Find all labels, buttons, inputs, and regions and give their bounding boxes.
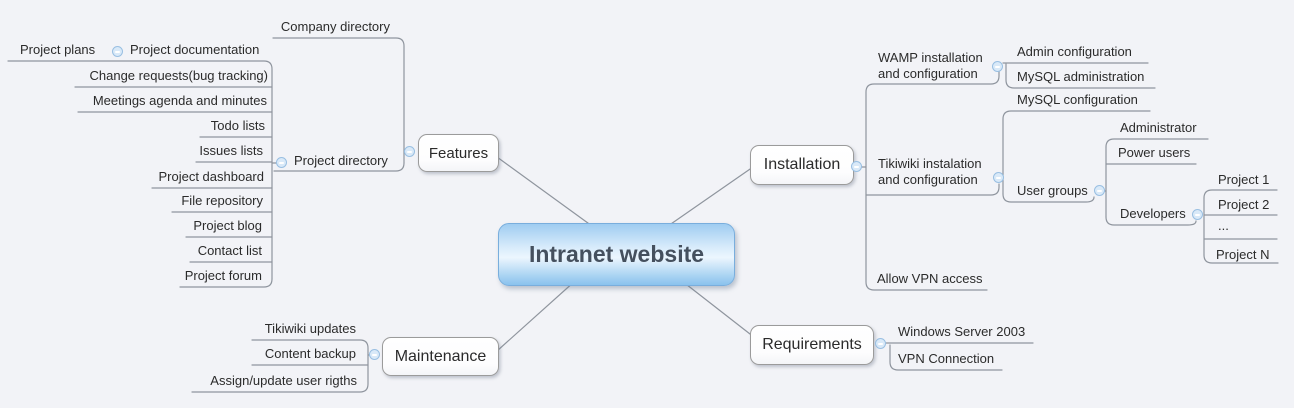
topic-admin-configuration[interactable]: Admin configuration (1017, 44, 1132, 59)
topic-project-ellipsis[interactable]: ... (1218, 218, 1229, 233)
topic-project-dashboard[interactable]: Project dashboard (158, 169, 264, 184)
topic-content-backup[interactable]: Content backup (264, 346, 356, 361)
topic-contact-list[interactable]: Contact list (197, 243, 262, 258)
collapse-icon-features[interactable] (404, 146, 415, 157)
collapse-icon-developers[interactable] (1192, 209, 1203, 220)
topic-file-repository[interactable]: File repository (181, 193, 263, 208)
topic-project-n[interactable]: Project N (1216, 247, 1270, 262)
collapse-icon-requirements[interactable] (875, 338, 886, 349)
topic-project-plans[interactable]: Project plans (20, 42, 96, 57)
topic-power-users[interactable]: Power users (1118, 145, 1191, 160)
topic-maintenance[interactable]: Maintenance (382, 337, 499, 376)
topic-features[interactable]: Features (418, 134, 499, 172)
topic-project-directory[interactable]: Project directory (294, 153, 388, 168)
topic-wamp-installation[interactable]: WAMP installation and configuration (878, 50, 983, 82)
topic-tikiwiki-updates[interactable]: Tikiwiki updates (264, 321, 356, 336)
topic-wamp-installation-line2: and configuration (878, 66, 978, 81)
topic-project-blog[interactable]: Project blog (193, 218, 262, 233)
topic-todo-lists[interactable]: Todo lists (210, 118, 265, 133)
collapse-icon-installation[interactable] (851, 161, 862, 172)
topic-tikiwiki-installation-line1: Tikiwiki instalation (878, 156, 982, 171)
topic-issues-lists[interactable]: Issues lists (199, 143, 263, 158)
collapse-icon-project-documentation[interactable] (112, 46, 123, 57)
topic-project-forum[interactable]: Project forum (184, 268, 262, 283)
topic-administrator[interactable]: Administrator (1120, 120, 1197, 135)
topic-project-2[interactable]: Project 2 (1218, 197, 1270, 212)
collapse-icon-tikiwiki-installation[interactable] (993, 172, 1004, 183)
topic-tikiwiki-installation-line2: and configuration (878, 172, 978, 187)
topic-project-documentation[interactable]: Project documentation (130, 42, 260, 57)
collapse-icon-user-groups[interactable] (1094, 185, 1105, 196)
topic-user-groups[interactable]: User groups (1017, 183, 1088, 198)
topic-project-1[interactable]: Project 1 (1218, 172, 1270, 187)
topic-mysql-configuration[interactable]: MySQL configuration (1017, 92, 1138, 107)
topic-wamp-installation-line1: WAMP installation (878, 50, 983, 65)
topic-tikiwiki-installation[interactable]: Tikiwiki instalation and configuration (878, 156, 982, 188)
collapse-icon-maintenance[interactable] (369, 349, 380, 360)
topic-company-directory[interactable]: Company directory (280, 19, 390, 34)
topic-vpn-connection[interactable]: VPN Connection (898, 351, 995, 366)
topic-developers[interactable]: Developers (1120, 206, 1186, 221)
topic-meetings-agenda[interactable]: Meetings agenda and minutes (92, 93, 267, 108)
topic-allow-vpn-access[interactable]: Allow VPN access (877, 271, 983, 286)
topic-windows-server-2003[interactable]: Windows Server 2003 (898, 324, 1026, 339)
topic-assign-update-user-rights[interactable]: Assign/update user rigths (210, 373, 357, 388)
topic-installation[interactable]: Installation (750, 145, 854, 185)
collapse-icon-project-directory[interactable] (276, 157, 287, 168)
central-topic[interactable]: Intranet website (498, 223, 735, 286)
topic-change-requests[interactable]: Change requests(bug tracking) (89, 68, 269, 83)
topic-requirements[interactable]: Requirements (750, 325, 874, 365)
collapse-icon-wamp-installation[interactable] (992, 61, 1003, 72)
topic-mysql-administration[interactable]: MySQL administration (1017, 69, 1145, 84)
